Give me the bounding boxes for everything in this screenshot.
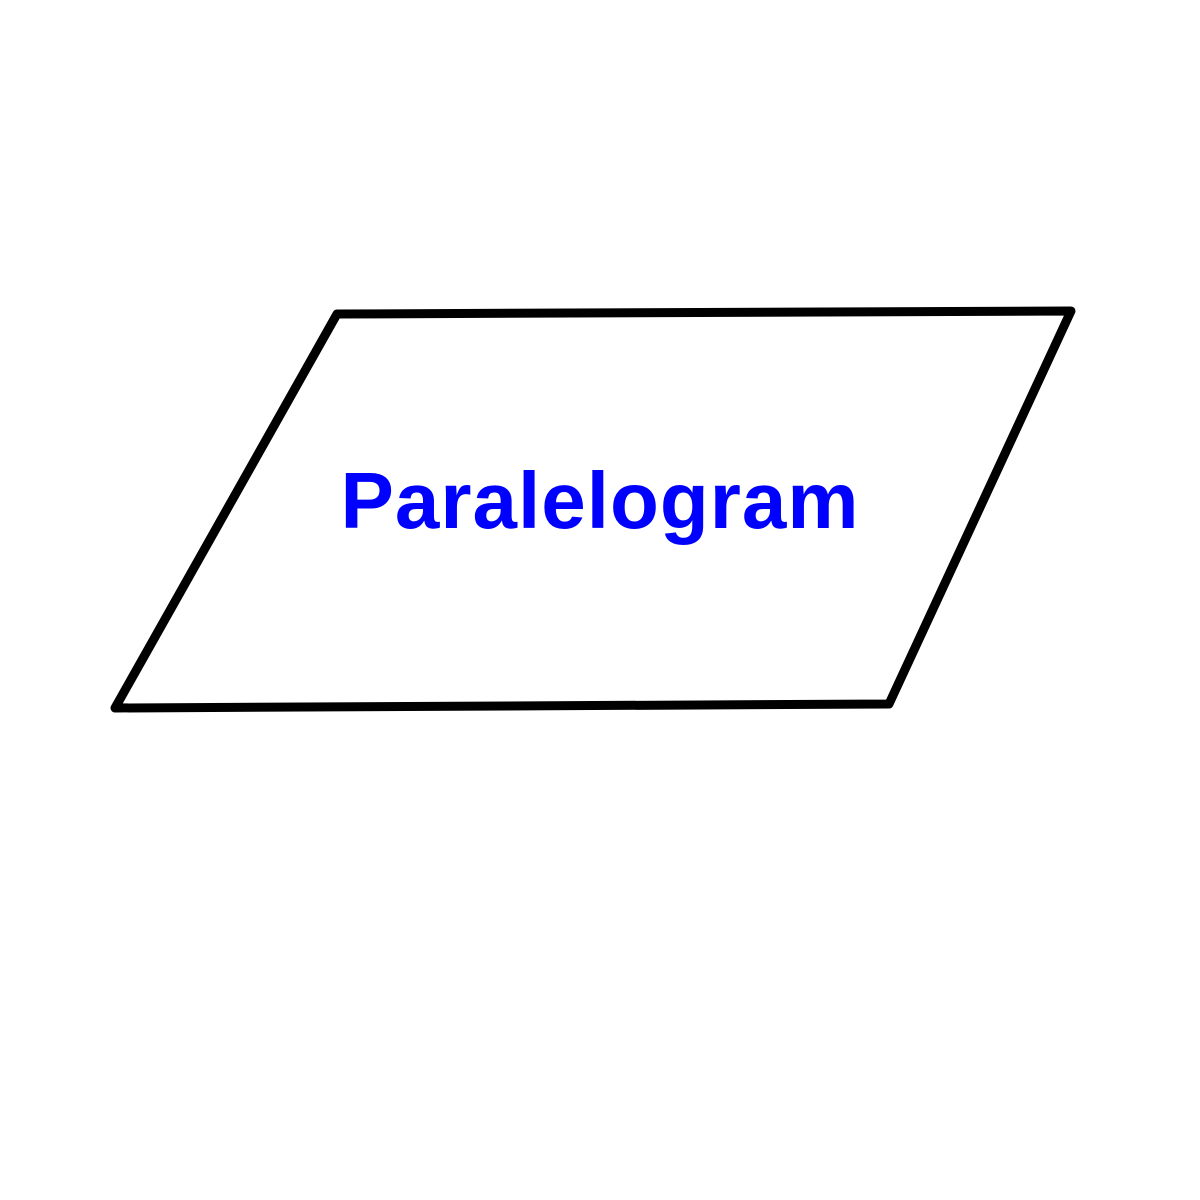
parallelogram-label: Paralelogram (341, 456, 860, 545)
parallelogram-shape (110, 306, 1076, 713)
